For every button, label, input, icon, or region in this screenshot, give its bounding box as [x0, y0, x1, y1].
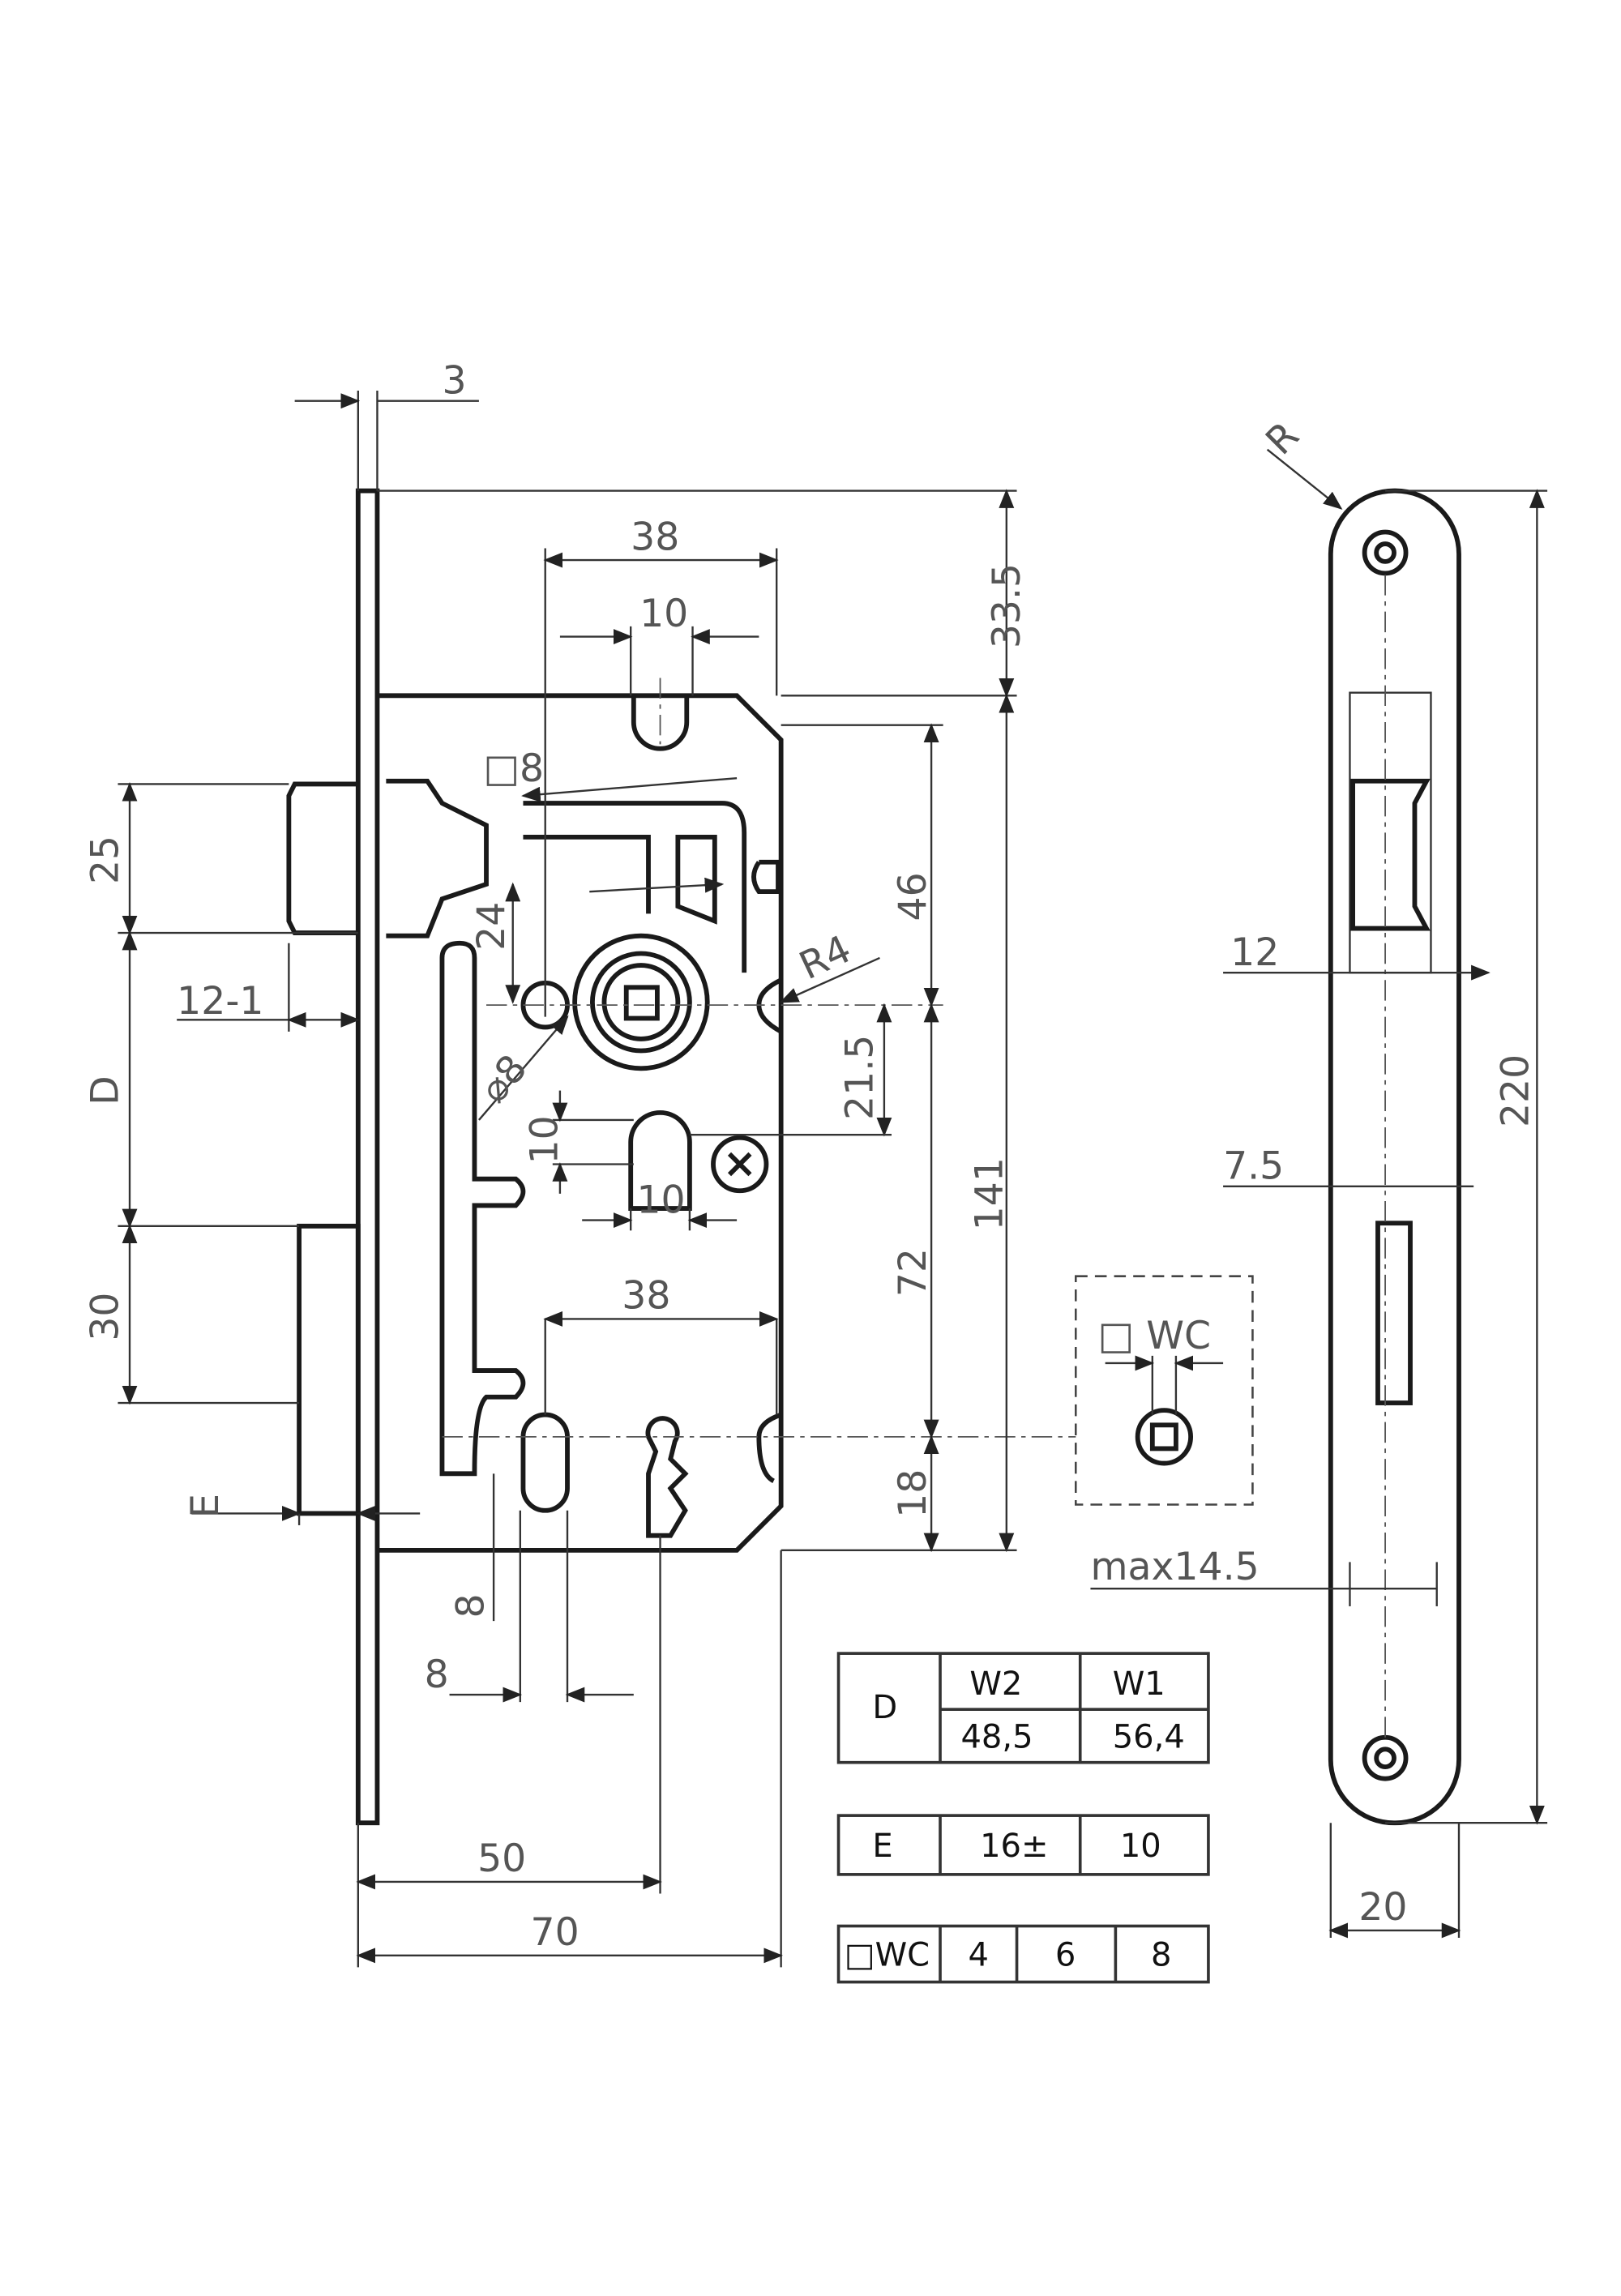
dim-r-faceplate: R [1257, 413, 1307, 464]
wc-spindle-hole [1135, 1408, 1193, 1466]
wc-table: □WC 4 6 8 [836, 1924, 1210, 1984]
dim-70: 70 [531, 1910, 580, 1955]
follower-hub [601, 963, 681, 1041]
screw-hole-bottom [1362, 1734, 1409, 1781]
dim-21-5: 21.5 [837, 1035, 882, 1120]
d-table-value-w1: 56,4 [1113, 1719, 1185, 1756]
wc-table-value: 4 [969, 1937, 989, 1974]
dim-e: E [183, 1494, 228, 1518]
dimension-lines [118, 390, 1017, 1968]
deadbolt-window [1375, 1221, 1413, 1405]
wc-square [1149, 1422, 1178, 1452]
lock-case [377, 693, 784, 1553]
dim-72: 72 [891, 1248, 935, 1297]
dim-25: 25 [83, 836, 127, 884]
dim-24: 24 [469, 902, 514, 951]
dim-30: 30 [83, 1293, 127, 1341]
lower-slot [628, 1110, 692, 1211]
wc-label: □ WC [1098, 1314, 1211, 1358]
wc-table-header: □WC [845, 1937, 930, 1974]
d-table-col-w2: W2 [969, 1665, 1022, 1703]
dim-r4: R4 [793, 927, 858, 989]
latch-front [1350, 778, 1431, 931]
screw-hole-top [1362, 529, 1409, 576]
wc-table-value: 8 [1151, 1937, 1171, 1974]
follower-arm-inner [523, 834, 651, 914]
top-slot [631, 695, 690, 751]
dim-diameter-8: ⌀8 [472, 1046, 537, 1111]
e-table: E 16± 10 [836, 1814, 1210, 1876]
d-table: D W2 W1 48,5 56,4 [836, 1652, 1210, 1764]
dim-10-vertical: 10 [522, 1115, 567, 1164]
dim-220: 220 [1493, 1054, 1538, 1127]
deadbolt [297, 1223, 361, 1516]
dim-12-faceplate: 12 [1230, 930, 1279, 975]
follower-window [675, 834, 717, 925]
d-table-header: D [872, 1689, 897, 1726]
d-table-col-w1: W1 [1113, 1665, 1165, 1703]
dimension-labels: 3 33.5 38 10 □8 24 R4 ⌀8 21.5 10 10 46 1… [83, 359, 1538, 1956]
e-table-value: 10 [1120, 1828, 1161, 1865]
e-table-header: E [872, 1828, 892, 1865]
keyhole [645, 1416, 689, 1538]
dim-38-bottom: 38 [622, 1274, 670, 1319]
dim-20: 20 [1358, 1885, 1407, 1930]
oval-slot [520, 1412, 570, 1513]
dim-33-5: 33.5 [985, 563, 1029, 648]
lock-body-view [286, 488, 1076, 1826]
screw-cross-icon [727, 1152, 752, 1177]
faceplate [1328, 488, 1461, 1826]
follower-arm [523, 801, 747, 973]
latch-bolt [286, 781, 358, 935]
faceplate-front-view [1090, 448, 1548, 1939]
wc-spindle-detail [1075, 1275, 1254, 1506]
dim-38-top: 38 [631, 515, 679, 559]
dim-7-5: 7.5 [1223, 1144, 1284, 1189]
dim-46: 46 [891, 872, 935, 921]
square-spindle-hole [623, 985, 660, 1021]
follower-outer [572, 933, 710, 1071]
faceplate-side [355, 488, 380, 1826]
dim-8-vertical: 8 [448, 1593, 493, 1618]
dim-18: 18 [891, 1469, 935, 1518]
lower-notch [756, 1412, 782, 1484]
dim-3: 3 [442, 359, 466, 404]
follower-ring [590, 951, 692, 1054]
dim-square-8: □8 [483, 746, 544, 791]
latch-mechanism [386, 778, 489, 938]
dim-141: 141 [967, 1157, 1012, 1230]
spring-lever [439, 940, 526, 1477]
dim-10-bottom: 10 [636, 1178, 685, 1223]
dim-8-horizontal: 8 [425, 1653, 449, 1697]
dim-12-1: 12-1 [177, 979, 263, 1024]
dim-d: D [83, 1075, 127, 1105]
wc-table-value: 6 [1055, 1937, 1076, 1974]
screw [711, 1135, 769, 1194]
dim-max-14-5: max14.5 [1090, 1545, 1259, 1589]
d-table-value-w2: 48,5 [960, 1719, 1033, 1756]
dim-10-top: 10 [639, 592, 688, 636]
dim-50: 50 [477, 1836, 526, 1881]
e-table-value: 16± [980, 1828, 1048, 1865]
side-notch [751, 859, 781, 895]
